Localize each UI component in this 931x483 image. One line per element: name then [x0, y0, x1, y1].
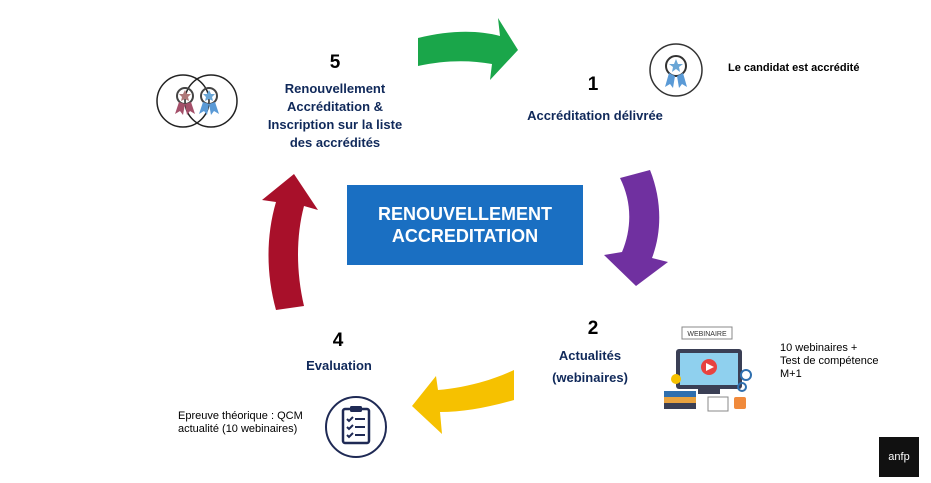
arrow-right-icon — [418, 18, 518, 80]
step-1-number: 1 — [587, 74, 599, 95]
arrow-left-icon — [412, 370, 514, 434]
step-4-label: Evaluation — [306, 358, 372, 373]
webinar-badge-text: WEBINAIRE — [687, 331, 727, 338]
checklist-icon — [325, 396, 387, 458]
arrow-up-icon — [262, 174, 318, 310]
step-2-number: 2 — [587, 318, 599, 339]
medal-icon — [649, 43, 703, 97]
note-webinar: 10 webinaires + Test de compétence M+1 — [780, 342, 879, 380]
anfp-logo: anfp — [879, 437, 919, 477]
step-5-label: Renouvellement Accréditation & Inscripti… — [267, 81, 403, 150]
center-title-box: RENOUVELLEMENT ACCREDITATION — [347, 185, 583, 265]
step-1-label: Accréditation délivrée — [527, 108, 663, 123]
double-medal-icon — [156, 74, 238, 128]
step-5-number: 5 — [329, 52, 341, 73]
note-exam: Epreuve théorique : QCM actualité (10 we… — [178, 410, 303, 435]
webinar-illustration-icon: WEBINAIRE — [664, 326, 752, 412]
arrow-down-icon — [604, 170, 668, 286]
step-4-number: 4 — [332, 330, 344, 351]
center-title-line1: RENOUVELLEMENT — [377, 204, 552, 224]
step-2-label: Actualités (webinaires) — [552, 348, 628, 385]
center-title-line2: ACCREDITATION — [391, 226, 539, 246]
note-accredited: Le candidat est accrédité — [728, 62, 860, 74]
